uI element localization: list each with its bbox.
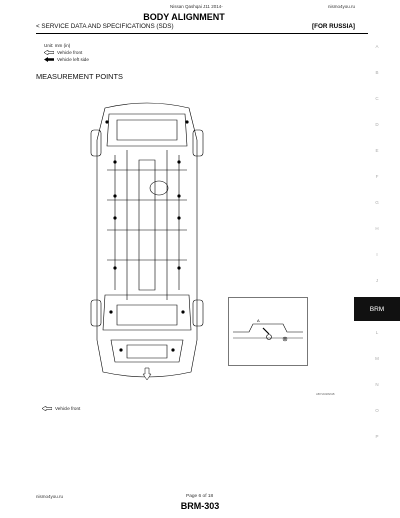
sidebar-letter[interactable]: E [375, 148, 379, 153]
sidebar-letter[interactable]: G [375, 200, 379, 205]
sidebar-letter[interactable]: F [375, 174, 379, 179]
underbody-figure [87, 100, 207, 381]
figure-code: ABYIA0282GB [316, 392, 335, 396]
solid-arrow-left-icon [44, 57, 54, 62]
legend: Unit: mm (in) Vehicle front Vehicle left… [44, 43, 89, 62]
sidebar-letter[interactable]: O [375, 408, 379, 413]
vehicle-front-caption: Vehicle front [42, 406, 80, 411]
sidebar-letter[interactable]: L [375, 330, 379, 335]
sidebar-letter[interactable]: C [375, 96, 379, 101]
unit-note: Unit: mm (in) [44, 43, 71, 48]
sidebar-letter[interactable]: N [375, 382, 379, 387]
section-title: MEASUREMENT POINTS [36, 72, 123, 81]
header-rule [36, 33, 368, 34]
document-code: BRM-303 [180, 501, 220, 511]
breadcrumb[interactable]: < SERVICE DATA AND SPECIFICATIONS (SDS) [36, 23, 174, 30]
sidebar-active-tab[interactable]: BRM [354, 297, 400, 321]
sidebar-letter[interactable]: I [376, 252, 378, 257]
site-header: nismo4you.ru [328, 4, 356, 9]
vehicle-underbody-drawing [90, 102, 204, 381]
outline-arrow-left-icon [44, 50, 54, 55]
model-header: Nissan Qashqai J11 2014- [170, 4, 223, 9]
sidebar-letter[interactable]: H [375, 226, 379, 231]
legend-left: Vehicle left side [44, 57, 89, 62]
footer-site: nismo4you.ru [36, 494, 64, 499]
sidebar-letter[interactable]: A [375, 44, 379, 49]
detail-label-a: A [257, 318, 260, 323]
detail-inset: A [228, 297, 308, 366]
region-label: [FOR RUSSIA] [312, 23, 356, 30]
sidebar-letter[interactable]: J [375, 278, 379, 283]
page-number: Page 6 of 18 [186, 494, 214, 499]
outline-arrow-left-icon [42, 406, 52, 411]
sidebar-letter[interactable]: P [375, 434, 379, 439]
legend-front: Vehicle front [44, 50, 89, 55]
sidebar-letter[interactable]: M [375, 356, 379, 361]
sidebar-letter[interactable]: B [375, 70, 379, 75]
detail-drawing [233, 323, 303, 342]
page-title: BODY ALIGNMENT [143, 12, 225, 22]
sidebar-letter[interactable]: D [375, 122, 379, 127]
